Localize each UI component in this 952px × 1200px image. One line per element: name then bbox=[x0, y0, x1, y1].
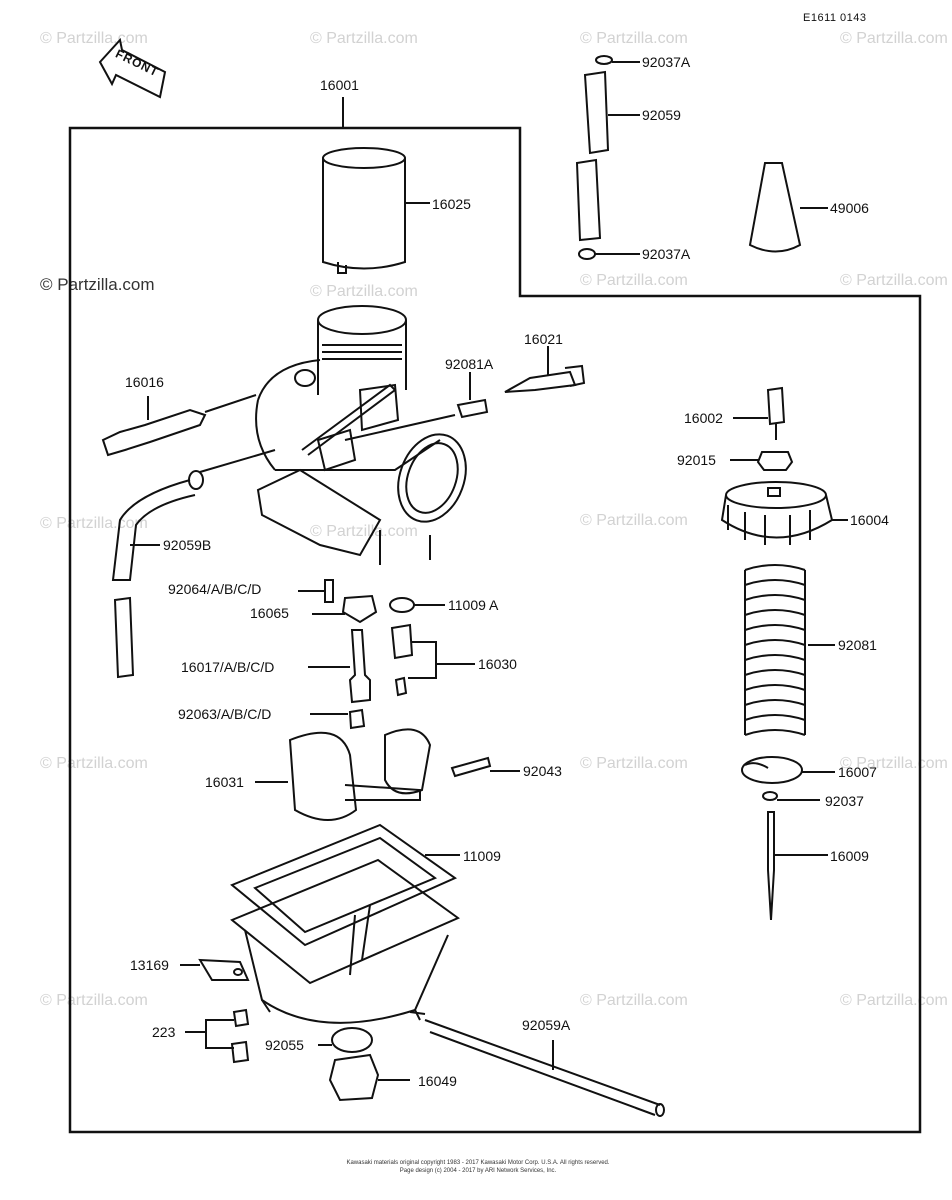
label-92059[interactable]: 92059 bbox=[642, 107, 681, 123]
gasket-11009 bbox=[230, 823, 460, 947]
label-92064[interactable]: 92064/A/B/C/D bbox=[168, 581, 262, 597]
watermark: © Partzilla.com bbox=[40, 992, 148, 1009]
label-92015[interactable]: 92015 bbox=[677, 452, 716, 468]
o-ring-92055 bbox=[331, 1027, 373, 1053]
air-vent-tube-92059 bbox=[575, 55, 640, 260]
watermark: © Partzilla.com bbox=[580, 755, 688, 772]
label-16009[interactable]: 16009 bbox=[830, 848, 869, 864]
label-11009A[interactable]: 11009 A bbox=[448, 597, 499, 613]
carburetor-body-16001 bbox=[255, 305, 467, 565]
watermark: © Partzilla.com bbox=[310, 283, 418, 300]
float-bowl bbox=[230, 858, 460, 1024]
float-valve-16030 bbox=[390, 623, 475, 697]
boot-49006 bbox=[748, 162, 828, 253]
needle-jet-holder-16065 bbox=[312, 594, 378, 624]
label-16004[interactable]: 16004 bbox=[850, 512, 889, 528]
watermark: © Partzilla.com bbox=[580, 512, 688, 529]
label-16021[interactable]: 16021 bbox=[524, 331, 563, 347]
label-11009[interactable]: 11009 bbox=[463, 848, 501, 864]
label-92037A-bottom[interactable]: 92037A bbox=[642, 246, 691, 262]
label-16049[interactable]: 16049 bbox=[418, 1073, 457, 1089]
label-16007[interactable]: 16007 bbox=[838, 764, 877, 780]
air-jet-92064 bbox=[298, 579, 334, 603]
label-16031[interactable]: 16031 bbox=[205, 774, 244, 790]
label-16001[interactable]: 16001 bbox=[320, 77, 359, 93]
throttle-slide-16025 bbox=[322, 147, 430, 274]
plate-16007 bbox=[741, 756, 835, 784]
clip-92037 bbox=[762, 791, 778, 801]
label-13169[interactable]: 13169 bbox=[130, 957, 169, 973]
hose-92059B bbox=[111, 449, 276, 679]
watermark-left: © Partzilla.com bbox=[40, 275, 155, 294]
spring-92081 bbox=[744, 564, 835, 736]
label-92059B[interactable]: 92059B bbox=[163, 537, 212, 553]
label-92043[interactable]: 92043 bbox=[523, 763, 562, 779]
label-92037[interactable]: 92037 bbox=[825, 793, 864, 809]
label-16017[interactable]: 16017/A/B/C/D bbox=[181, 659, 275, 675]
front-arrow-icon bbox=[98, 37, 167, 99]
label-92081A[interactable]: 92081A bbox=[445, 356, 494, 372]
top-cap-16004 bbox=[720, 481, 848, 545]
jet-needle-16009 bbox=[767, 811, 828, 921]
label-16002[interactable]: 16002 bbox=[684, 410, 723, 426]
watermark: © Partzilla.com bbox=[580, 272, 688, 289]
main-jet-92063 bbox=[310, 708, 366, 730]
float-16031 bbox=[255, 728, 432, 821]
label-92037A-top[interactable]: 92037A bbox=[642, 54, 691, 70]
nut-92015 bbox=[730, 451, 794, 471]
watermark: © Partzilla.com bbox=[580, 992, 688, 1009]
needle-jet-16017 bbox=[308, 629, 371, 704]
gasket-11009A bbox=[389, 597, 415, 613]
label-16025[interactable]: 16025 bbox=[432, 196, 471, 212]
copyright-line-2: Page design (c) 2004 - 2017 by ARI Netwo… bbox=[399, 1168, 557, 1174]
label-49006[interactable]: 49006 bbox=[830, 200, 869, 216]
copyright-line-1: Kawasaki materials original copyright 19… bbox=[346, 1160, 610, 1166]
screw-223 bbox=[185, 1008, 250, 1064]
spring-92081A bbox=[344, 372, 489, 441]
watermark: © Partzilla.com bbox=[40, 755, 148, 772]
watermark: © Partzilla.com bbox=[310, 523, 418, 540]
label-92055[interactable]: 92055 bbox=[265, 1037, 304, 1053]
label-92063[interactable]: 92063/A/B/C/D bbox=[178, 706, 272, 722]
drain-plug-16049 bbox=[328, 1053, 410, 1102]
float-pin-92043 bbox=[450, 756, 520, 778]
diagram-code: E1611 0143 bbox=[803, 12, 867, 24]
pilot-air-screw-16021 bbox=[504, 346, 586, 393]
cable-adjuster-16002 bbox=[733, 386, 786, 440]
watermark: © Partzilla.com bbox=[580, 30, 688, 47]
watermark: © Partzilla.com bbox=[310, 30, 418, 47]
label-92081[interactable]: 92081 bbox=[838, 637, 877, 653]
label-92059A[interactable]: 92059A bbox=[522, 1017, 571, 1033]
label-223[interactable]: 223 bbox=[152, 1024, 176, 1040]
assembly-outline bbox=[68, 126, 922, 1134]
plate-13169 bbox=[180, 958, 250, 981]
label-16016[interactable]: 16016 bbox=[125, 374, 164, 390]
label-16065[interactable]: 16065 bbox=[250, 605, 289, 621]
watermark: © Partzilla.com bbox=[840, 30, 948, 47]
starter-plunger-16016 bbox=[101, 394, 257, 457]
watermark: © Partzilla.com bbox=[840, 272, 948, 289]
hose-92059A bbox=[409, 1011, 665, 1117]
label-16030[interactable]: 16030 bbox=[478, 656, 517, 672]
